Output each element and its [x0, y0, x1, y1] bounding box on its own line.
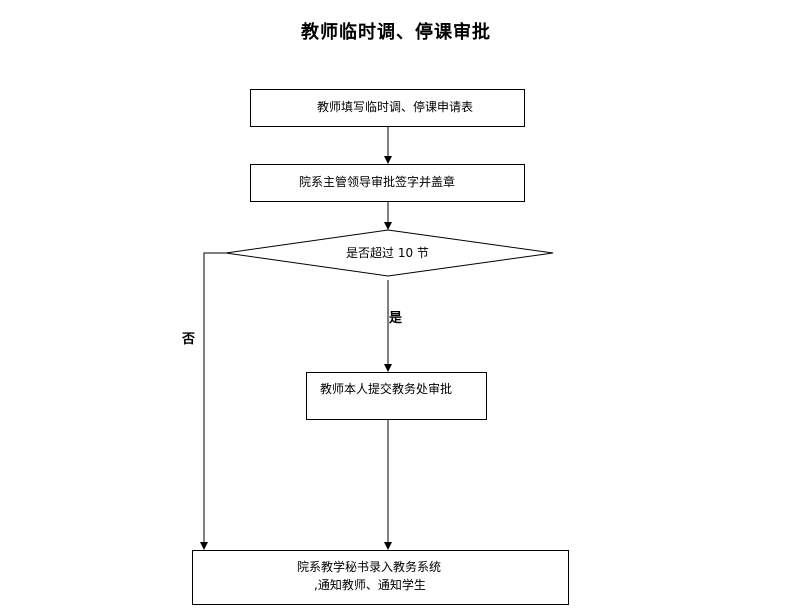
step-fill-form: 教师填写临时调、停课申请表	[250, 89, 525, 127]
step-record-system: 院系教学秘书录入教务系统 ,通知教师、通知学生	[192, 550, 569, 605]
step-leader-approve-label: 院系主管领导审批签字并盖章	[299, 175, 456, 189]
branch-no-label: 否	[182, 332, 196, 347]
step-record-line2: ,通知教师、通知学生	[314, 578, 426, 592]
step-submit-office: 教师本人提交教务处审批	[306, 372, 487, 420]
decision-label: 是否超过 10 节	[346, 246, 429, 260]
branch-yes-label: 是	[389, 311, 403, 326]
step-leader-approve: 院系主管领导审批签字并盖章	[250, 164, 525, 202]
step-fill-form-label: 教师填写临时调、停课申请表	[317, 100, 474, 114]
page-title: 教师临时调、停课审批	[301, 22, 491, 43]
step-submit-office-label: 教师本人提交教务处审批	[320, 382, 453, 396]
arrow-no-branch	[200, 252, 226, 550]
decision-diamond	[225, 229, 554, 277]
step-record-line1: 院系教学秘书录入教务系统	[297, 560, 442, 574]
